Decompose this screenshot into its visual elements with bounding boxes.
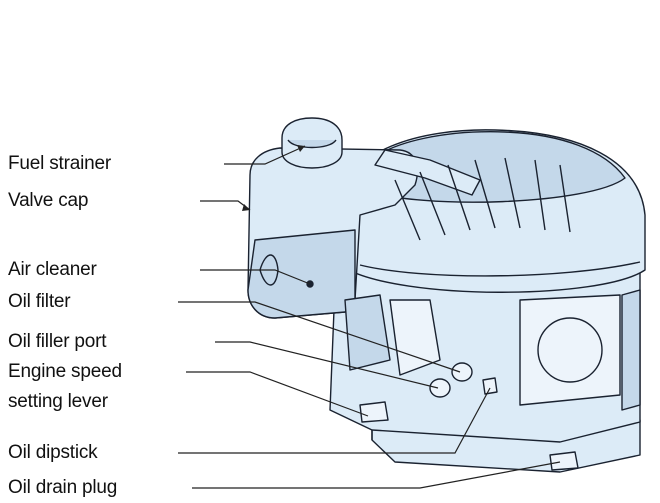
label-oil-filler-port: Oil filler port [8, 331, 107, 352]
leader-air-cleaner [200, 269, 311, 285]
label-oil-filter: Oil filter [8, 291, 71, 312]
starter-cover-top [364, 131, 626, 203]
leader-fuel-strainer [224, 145, 306, 165]
leader-oil-drain-plug [192, 461, 561, 489]
leader-valve-cap [200, 200, 251, 211]
label-oil-dipstick: Oil dipstick [8, 442, 98, 463]
leader-oil-dipstick [178, 387, 491, 454]
oil-dipstick-part [482, 377, 498, 395]
label-valve-cap: Valve cap [8, 190, 89, 211]
label-engine-speed-line2: setting lever [8, 391, 108, 412]
leader-oil-filter [178, 301, 461, 373]
leader-oil-filler-port [215, 341, 439, 389]
oil-filler-port-part [429, 378, 451, 398]
oil-drain-plug-part [549, 451, 579, 471]
oil-filter-part [451, 362, 473, 382]
engine-speed-lever-part [359, 401, 389, 423]
label-engine-speed-line1: Engine speed [8, 361, 122, 382]
label-fuel-strainer: Fuel strainer [8, 153, 111, 174]
label-air-cleaner: Air cleaner [8, 259, 97, 280]
leader-engine-speed-lever [186, 371, 369, 417]
label-oil-drain-plug: Oil drain plug [8, 477, 118, 498]
